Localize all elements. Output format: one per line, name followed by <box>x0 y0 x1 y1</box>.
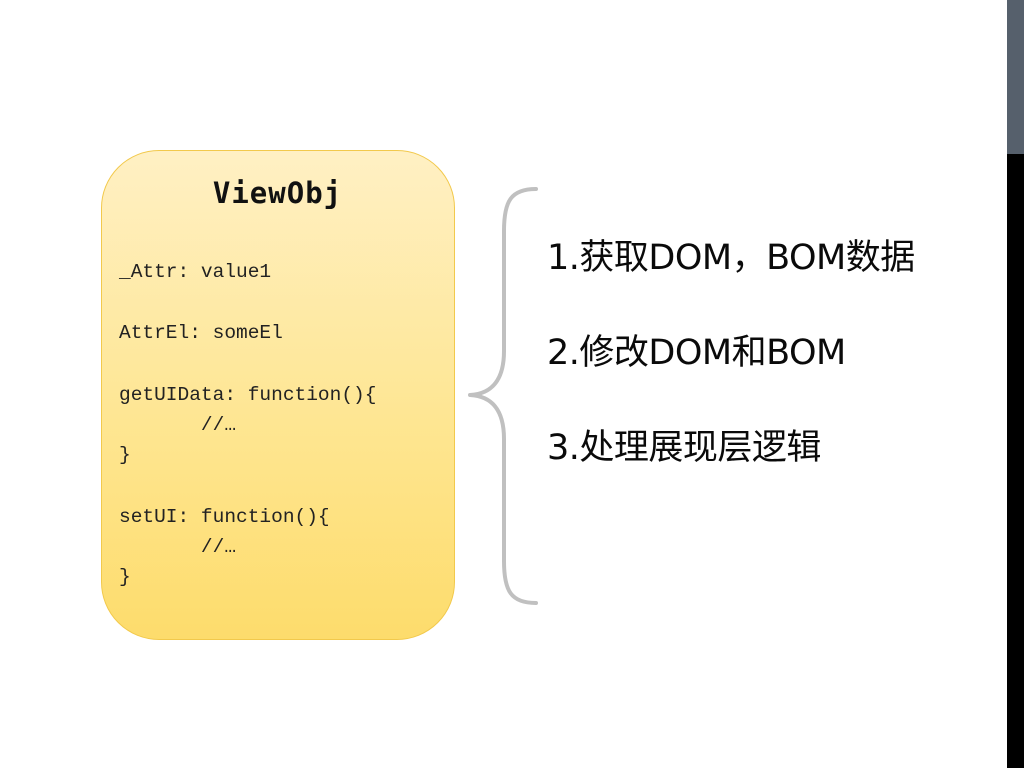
code-line-close: } <box>119 566 131 588</box>
list-item: 3.处理展现层逻辑 <box>547 428 821 468</box>
side-dark-bar <box>1007 154 1024 768</box>
code-line-close: } <box>119 444 131 466</box>
card-title: ViewObj <box>212 176 343 210</box>
code-line-setui: setUI: function(){ <box>119 506 330 528</box>
code-line-attrel: AttrEl: someEl <box>119 322 283 344</box>
code-line-attr: _Attr: value1 <box>119 261 272 283</box>
code-line-comment: //… <box>119 536 237 558</box>
viewobj-card <box>101 150 455 640</box>
code-line-comment: //… <box>119 414 237 436</box>
code-line-getuidata: getUIData: function(){ <box>119 384 377 406</box>
curly-brace-icon <box>468 187 538 605</box>
list-item: 1.获取DOM，BOM数据 <box>547 238 915 278</box>
side-accent-bar <box>1007 0 1024 154</box>
list-item: 2.修改DOM和BOM <box>547 333 846 373</box>
